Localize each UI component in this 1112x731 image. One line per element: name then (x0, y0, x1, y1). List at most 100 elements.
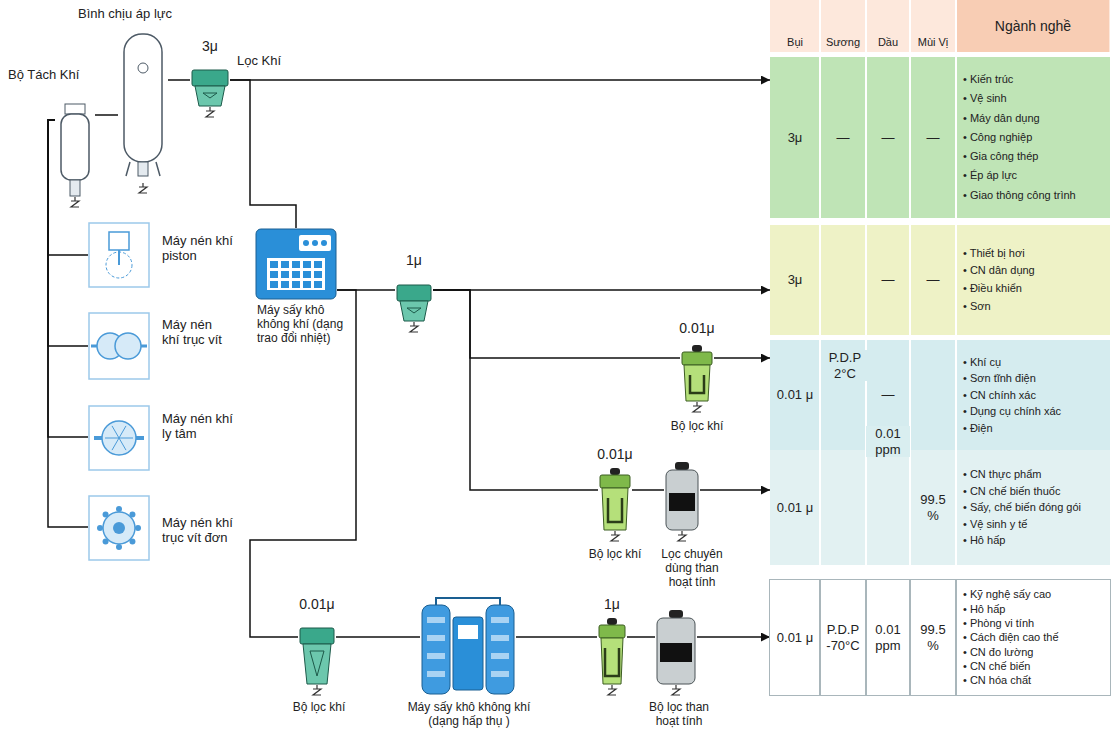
cell-divider (865, 450, 867, 565)
table-cell: Dầu (867, 0, 909, 52)
component-icon (88, 495, 150, 561)
component-icon (88, 405, 150, 471)
component-icon (55, 100, 95, 210)
table-cell: • Kiến trúc• Vệ sinh• Máy dân dụng• Công… (957, 57, 1109, 218)
table-cell: 3μ (771, 57, 819, 218)
table-cell: 3μ (771, 225, 819, 335)
node-text: 99.5 % (914, 622, 952, 653)
component: 0.01μBộ lọc khí (298, 618, 336, 698)
pipe-connector (700, 489, 770, 491)
table-row: 0.01 μP.D.P -70°C0.01 ppm99.5 %• Kỹ nghệ… (770, 580, 1110, 695)
node-text: 0.01 μ (777, 630, 813, 646)
node-text: — (882, 272, 895, 288)
node-text: Bình chịu áp lực (78, 7, 208, 22)
cell-divider (865, 57, 867, 218)
table-cell: Sương (821, 0, 865, 52)
node-text: Lọc Khí (237, 54, 307, 69)
node-text: 0.01 μ (777, 500, 813, 516)
pipe-connector (516, 636, 597, 638)
pipe-connector (336, 636, 420, 638)
pipe-connector (250, 290, 356, 637)
component: Máy nén khí ly tâm (88, 405, 150, 471)
table-cell: P.D.P -70°C (821, 580, 865, 695)
node-text: • CN chế biến (963, 659, 1030, 673)
table-cell: • CN thực phẩm• CN chế biến thuốc• Sấy, … (957, 450, 1109, 565)
node-text: • Sấy, chế biến đóng gói (963, 499, 1081, 516)
component: Máy nén khí trục vít đơn (88, 495, 150, 561)
pipe-connector (48, 120, 88, 527)
node-text: Bộ lọc khí (582, 548, 648, 562)
cell-divider (909, 57, 911, 218)
node-text: Sương (826, 36, 860, 49)
pipe-connector (697, 636, 770, 638)
node-text: 0.01 μ (777, 387, 813, 403)
cell-divider (955, 340, 957, 450)
node-text: • Công nghiệp (963, 128, 1032, 147)
component: 1μ (395, 275, 433, 335)
table-row: 3μ———• Kiến trúc• Vệ sinh• Máy dân dụng•… (770, 57, 1110, 218)
cell-divider (865, 225, 867, 335)
table-cell: 0.01 μ (771, 450, 819, 565)
cell-divider (909, 0, 911, 52)
table-cell: Bụi (771, 0, 819, 52)
node-text: • CN dân dụng (963, 262, 1035, 280)
node-text: Dầu (878, 36, 898, 49)
node-text: Mùi Vị (918, 36, 949, 49)
table-row: 0.01 μ—• Khí cụ• Sơn tĩnh điện• CN chính… (770, 340, 1110, 450)
node-text: • Phòng vi tính (963, 616, 1034, 630)
component: Máy sấy khô không khí (dạng hấp thụ ) (420, 595, 516, 698)
node-text: • CN chính xác (963, 387, 1036, 404)
node-text: • CN hóa chất (963, 673, 1031, 687)
node-text: • Kỹ nghệ sấy cao (963, 587, 1051, 601)
node-text: • Gia công thép (963, 147, 1038, 166)
table-cell: — (821, 57, 865, 218)
pipe-connector (230, 80, 296, 228)
cell-divider (819, 450, 821, 565)
component: Bình chịu áp lực (118, 28, 168, 196)
table-cell: 99.5 % (911, 450, 955, 565)
cell-divider (819, 225, 821, 335)
component-icon (655, 610, 697, 698)
node-text: 0.01μ (292, 596, 342, 612)
component-icon (598, 468, 632, 544)
component-icon (255, 228, 337, 300)
cell-divider (819, 57, 821, 218)
node-text: • Điện (963, 420, 993, 437)
component-icon (420, 595, 516, 698)
node-text: Bộ lọc khí (664, 420, 730, 434)
component: 0.01μBộ lọc khí (680, 345, 714, 415)
table-cell: 0.01 μ (771, 580, 819, 695)
component-icon (664, 462, 700, 544)
node-text: — (837, 130, 850, 146)
pipe-connector (627, 636, 655, 638)
node-text: 1μ (592, 596, 632, 612)
node-text: Máy nén khí ly tâm (162, 412, 234, 442)
cell-divider (865, 0, 867, 52)
node-text: Máy sấy khô không khí (dạng hấp thụ ) (396, 701, 542, 729)
pipe-connector (433, 290, 598, 490)
component-icon (680, 345, 714, 415)
cell-divider (955, 225, 957, 335)
component: Bộ lọc than hoạt tính (655, 610, 697, 698)
table-cell: • Khí cụ• Sơn tĩnh điện• CN chính xác• D… (957, 340, 1109, 450)
table-cell-label: 0.01 ppm (866, 426, 910, 457)
node-text: • Ép áp lực (963, 166, 1017, 185)
node-text: • Dụng cụ chính xác (963, 403, 1061, 420)
node-text: Máy sấy khô không khí (dạng trao đổi nhi… (257, 304, 345, 345)
cell-divider (819, 340, 821, 450)
table-cell: 0.01 μ (771, 340, 819, 450)
cell-divider (909, 580, 911, 695)
pipe-connector (714, 357, 770, 359)
node-text: • Hô hấp (963, 532, 1005, 549)
cell-divider (909, 450, 911, 565)
node-text: 3μ (788, 272, 803, 288)
cell-divider (955, 57, 957, 218)
node-text: 3μ (190, 38, 230, 54)
cell-divider (865, 580, 867, 695)
node-text: Lọc chuyên dùng than hoạt tính (652, 548, 732, 589)
cell-divider (955, 580, 957, 695)
component: 0.01μBộ lọc khí (598, 468, 632, 544)
node-text: 0.01μ (590, 446, 640, 462)
node-text: Bụi (787, 36, 803, 49)
